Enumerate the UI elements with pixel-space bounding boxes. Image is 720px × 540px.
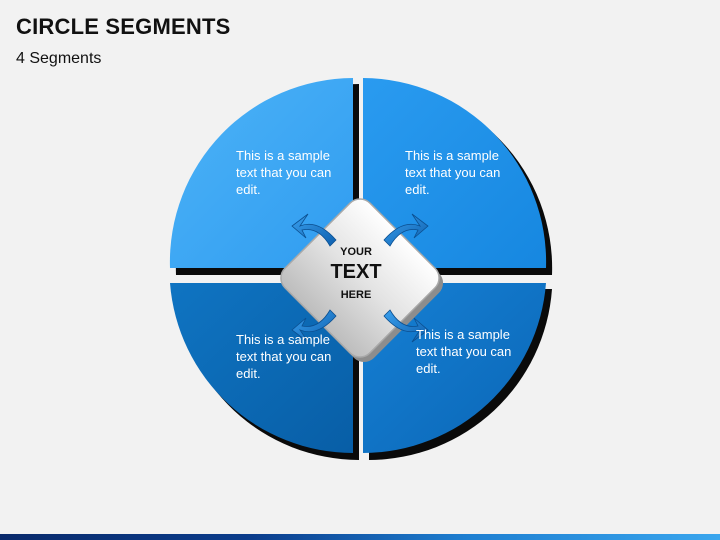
segment-text-top-left[interactable]: This is a sample text that you can edit. — [236, 148, 332, 197]
page-subtitle: 4 Segments — [16, 50, 102, 67]
bottom-accent-bar — [0, 534, 720, 540]
segment-top-left — [169, 78, 353, 268]
segment-text-bottom-left[interactable]: This is a sample text that you can edit. — [236, 332, 332, 381]
segment-bottom-left — [170, 283, 353, 453]
center-label-line3[interactable]: HERE — [340, 289, 372, 301]
center-label-line1[interactable]: YOUR — [340, 246, 372, 258]
center-diamond — [280, 198, 440, 358]
segment-text-bottom-right[interactable]: This is a sample text that you can edit. — [416, 327, 512, 376]
arrow-top-right-icon — [383, 213, 429, 247]
arrow-top-left-icon — [291, 213, 337, 247]
segment-text-top-right[interactable]: This is a sample text that you can edit. — [405, 148, 501, 197]
page-title: CIRCLE SEGMENTS — [16, 14, 231, 39]
arrow-bottom-left-icon — [291, 309, 337, 343]
segment-top-right — [363, 78, 547, 268]
center-label-line2[interactable]: TEXT — [330, 261, 382, 283]
arrow-bottom-right-icon — [383, 309, 429, 343]
segment-bottom-right — [363, 283, 546, 453]
